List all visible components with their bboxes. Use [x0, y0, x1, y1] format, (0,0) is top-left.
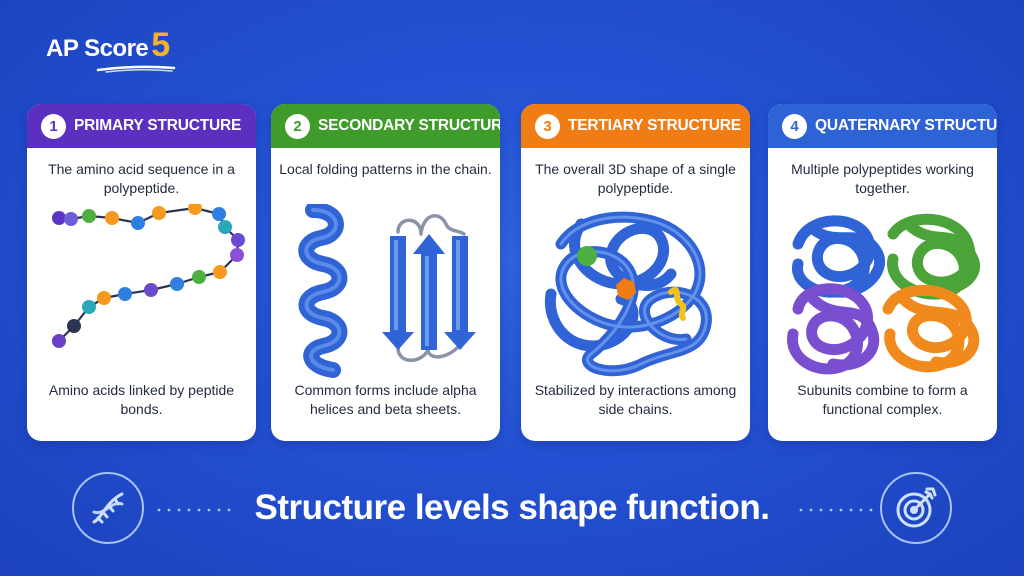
- right-dotted-line: [799, 508, 873, 512]
- subunit-complex-illustration: [787, 213, 981, 375]
- blue-subunit: [792, 215, 886, 298]
- card-title: QUATERNARY STRUCTURE: [815, 117, 997, 134]
- helix-and-sheet-illustration: [298, 204, 476, 378]
- card-title: SECONDARY STRUCTURE: [318, 117, 500, 134]
- bead-chain-illustration: [52, 204, 245, 348]
- disulfide-bond: [668, 286, 687, 321]
- logo: AP Score 5: [46, 26, 170, 65]
- beta-sheet: [382, 214, 476, 362]
- card-description: Local folding patterns in the chain.: [279, 161, 492, 177]
- logo-underline: [96, 65, 176, 73]
- folded-chain-illustration: [544, 211, 712, 377]
- card-number: 1: [41, 113, 66, 139]
- card-header: 3 TERTIARY STRUCTURE: [521, 104, 750, 148]
- card-description: The amino acid sequence in a polypeptide…: [48, 161, 235, 196]
- green-subunit: [887, 213, 981, 300]
- purple-subunit: [787, 283, 880, 375]
- orange-side-chain: [616, 278, 636, 300]
- dna-icon-circle: [72, 472, 144, 544]
- card-title: PRIMARY STRUCTURE: [74, 117, 242, 134]
- card-header: 1 PRIMARY STRUCTURE: [27, 104, 256, 148]
- left-dotted-line: [157, 508, 231, 512]
- card-header: 2 SECONDARY STRUCTURE: [271, 104, 500, 148]
- card-description: The overall 3D shape of a single polypep…: [535, 161, 736, 196]
- tagline: Structure levels shape function.: [254, 488, 770, 527]
- card-caption: Amino acids linked by peptide bonds.: [48, 382, 235, 417]
- alpha-helix: [298, 204, 348, 378]
- card-secondary-structure: 2 SECONDARY STRUCTURE Local folding patt…: [271, 104, 500, 441]
- dna-icon: [92, 492, 123, 523]
- card-number: 4: [782, 113, 807, 139]
- card-caption: Stabilized by interactions among side ch…: [534, 382, 737, 417]
- logo-accent: 5: [151, 26, 170, 64]
- card-tertiary-structure: 3 TERTIARY STRUCTURE The overall 3D shap…: [521, 104, 750, 441]
- card-caption: Subunits combine to form a functional co…: [797, 382, 968, 417]
- orange-subunit: [882, 284, 980, 373]
- green-side-chain: [577, 246, 597, 266]
- card-title: TERTIARY STRUCTURE: [568, 117, 741, 134]
- card-number: 2: [285, 113, 310, 139]
- card-quaternary-structure: 4 QUATERNARY STRUCTURE Multiple polypept…: [768, 104, 997, 441]
- target-icon: [896, 487, 936, 527]
- structure-cards: 1 PRIMARY STRUCTURE The amino acid seque…: [27, 104, 997, 441]
- card-primary-structure: 1 PRIMARY STRUCTURE The amino acid seque…: [27, 104, 256, 441]
- card-caption: Common forms include alpha helices and b…: [294, 382, 477, 417]
- card-description: Multiple polypeptides working together.: [791, 161, 974, 196]
- target-icon-circle: [880, 472, 952, 544]
- card-number: 3: [535, 113, 560, 139]
- card-header: 4 QUATERNARY STRUCTURE: [768, 104, 997, 148]
- logo-text: AP Score: [46, 35, 149, 62]
